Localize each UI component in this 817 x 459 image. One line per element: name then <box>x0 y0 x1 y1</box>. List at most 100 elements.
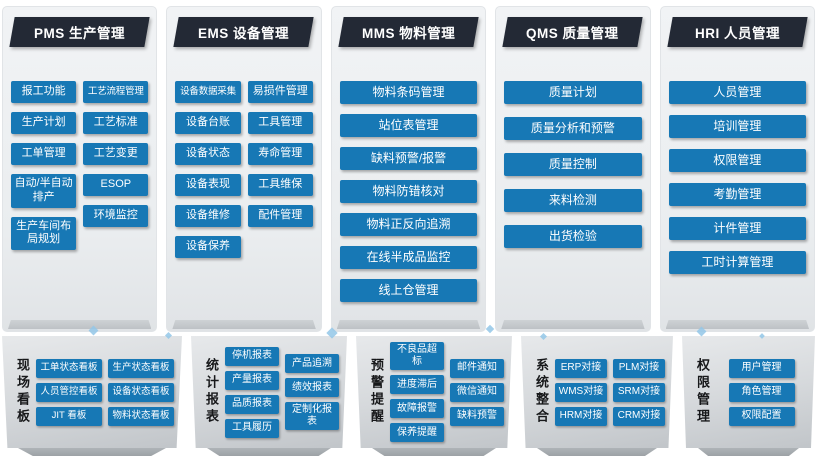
module-item: 工具管理 <box>247 112 313 134</box>
module-item: 计件管理 <box>668 217 807 240</box>
board-item: 用户管理 <box>728 358 795 378</box>
board-item: 进度滞后 <box>390 375 444 394</box>
board-item: 缺料预警 <box>450 406 504 426</box>
board-pedestal <box>207 448 331 456</box>
module-item: 设备状态 <box>175 143 241 165</box>
module-column: 易损件管理工具管理寿命管理工具维保配件管理 <box>247 81 313 258</box>
module-body: 人员管理培训管理权限管理考勤管理计件管理工时计算管理 <box>668 81 807 274</box>
module-item: 物料正反向追溯 <box>339 213 478 236</box>
module-body: 物料条码管理站位表管理缺料预警/报警物料防错核对物料正反向追溯在线半成品监控线上… <box>339 81 478 302</box>
board-item: 权限配置 <box>728 406 795 426</box>
module-item: 质量分析和预警 <box>504 117 642 140</box>
module-panel: EMS 设备管理设备数据采集设备台账设备状态设备表现设备维修设备保养易损件管理工… <box>166 6 322 332</box>
board-title: 统计报表 <box>204 358 219 426</box>
module-header: QMS 质量管理 <box>502 17 644 47</box>
module-item: 在线半成品监控 <box>339 246 478 269</box>
board-item: 品质报表 <box>225 394 279 414</box>
module-column: 报工功能生产计划工单管理自动/半自动排产生产车间布局规划 <box>11 81 77 250</box>
module-item: 人员管理 <box>668 81 807 104</box>
board-column: 邮件通知微信通知缺料预警 <box>450 358 504 426</box>
module-header: MMS 物料管理 <box>338 17 479 47</box>
module-item: 工艺标准 <box>83 112 149 134</box>
module-item: 工艺流程管理 <box>83 81 149 103</box>
module-item: 配件管理 <box>247 205 313 227</box>
board-columns: 停机报表产量报表品质报表工具履历产品追溯绩效报表定制化报表 <box>225 346 339 438</box>
board-item: JIT 看板 <box>36 406 102 426</box>
module-item: 质量计划 <box>504 81 642 104</box>
module-column: 人员管理培训管理权限管理考勤管理计件管理工时计算管理 <box>668 81 807 274</box>
board-title: 预警提醒 <box>369 358 384 426</box>
board-item: 生产状态看板 <box>108 358 174 378</box>
board-item: 工具履历 <box>225 418 279 438</box>
module-item: 培训管理 <box>668 115 807 138</box>
module-panel: HRI 人员管理人员管理培训管理权限管理考勤管理计件管理工时计算管理 <box>659 6 816 332</box>
module-title: QMS 质量管理 <box>526 26 620 41</box>
module-item: 考勤管理 <box>668 183 807 206</box>
board-column: 停机报表产量报表品质报表工具履历 <box>225 346 279 438</box>
module-item: 自动/半自动排产 <box>11 174 77 208</box>
module-item: 物料防错核对 <box>339 180 478 203</box>
module-item: 生产车间布局规划 <box>11 216 77 250</box>
module-item: 设备维修 <box>175 205 241 227</box>
board-item: PLM对接 <box>613 358 665 378</box>
board-item: 设备状态看板 <box>108 382 174 402</box>
board-columns: 工单状态看板人员管控看板 JIT 看板生产状态看板设备状态看板物料状态看板 <box>36 358 174 426</box>
module-item: 设备数据采集 <box>175 81 241 103</box>
board-item: 角色管理 <box>728 382 795 402</box>
module-item: 生产计划 <box>11 112 77 134</box>
board-item: 不良品超标 <box>390 342 444 370</box>
module-item: 工艺变更 <box>83 143 149 165</box>
board-slab: 预警提醒不良品超标进度滞后故障报警保养提醒邮件通知微信通知缺料预警 <box>356 336 512 448</box>
module-item: 报工功能 <box>11 81 77 103</box>
board-item: ERP对接 <box>555 358 607 378</box>
module-header: EMS 设备管理 <box>173 17 315 47</box>
board-panel: 预警提醒不良品超标进度滞后故障报警保养提醒邮件通知微信通知缺料预警 <box>356 336 512 457</box>
board-item: 绩效报表 <box>285 378 339 397</box>
board-column: 不良品超标进度滞后故障报警保养提醒 <box>390 342 444 442</box>
board-panel: 权限管理 用户管理角色管理权限配置 <box>682 336 815 457</box>
board-column: 产品追溯绩效报表定制化报表 <box>285 354 339 430</box>
board-title: 系统整合 <box>534 358 549 426</box>
board-item: SRM对接 <box>613 382 665 402</box>
board-column: 用户管理角色管理权限配置 <box>728 358 795 426</box>
board-item: 产量报表 <box>225 370 279 390</box>
module-body: 报工功能生产计划工单管理自动/半自动排产生产车间布局规划工艺流程管理工艺标准工艺… <box>11 81 149 250</box>
module-item: 工时计算管理 <box>668 251 807 274</box>
board-title: 权限管理 <box>695 358 710 426</box>
module-header: PMS 生产管理 <box>9 17 151 47</box>
board-item: 定制化报表 <box>285 402 339 430</box>
board-pedestal <box>537 448 657 456</box>
board-item: 微信通知 <box>450 382 504 402</box>
board-slab: 统计报表停机报表产量报表品质报表工具履历产品追溯绩效报表定制化报表 <box>191 336 347 448</box>
board-item: 停机报表 <box>225 346 279 366</box>
board-pedestal <box>698 448 799 456</box>
module-column: 质量计划质量分析和预警质量控制来料检测出货检验 <box>504 81 642 248</box>
board-column: 生产状态看板设备状态看板物料状态看板 <box>108 358 174 426</box>
board-pedestal <box>372 448 496 456</box>
board-item: 保养提醒 <box>390 423 444 442</box>
board-pedestal <box>18 448 166 456</box>
board-item: 工单状态看板 <box>36 358 102 378</box>
board-item: 产品追溯 <box>285 354 339 373</box>
board-column: 工单状态看板人员管控看板 JIT 看板 <box>36 358 102 426</box>
module-item: 出货检验 <box>504 225 642 248</box>
board-item: 故障报警 <box>390 399 444 418</box>
module-item: 站位表管理 <box>339 114 478 137</box>
module-item: 缺料预警/报警 <box>339 147 478 170</box>
board-item: 人员管控看板 <box>36 382 102 402</box>
module-header: HRI 人员管理 <box>666 17 808 47</box>
board-panel: 统计报表停机报表产量报表品质报表工具履历产品追溯绩效报表定制化报表 <box>191 336 347 457</box>
module-panel: QMS 质量管理质量计划质量分析和预警质量控制来料检测出货检验 <box>495 6 651 332</box>
module-body: 设备数据采集设备台账设备状态设备表现设备维修设备保养易损件管理工具管理寿命管理工… <box>175 81 313 258</box>
board-slab: 权限管理 用户管理角色管理权限配置 <box>682 336 815 448</box>
module-column: 设备数据采集设备台账设备状态设备表现设备维修设备保养 <box>175 81 241 258</box>
module-body: 质量计划质量分析和预警质量控制来料检测出货检验 <box>504 81 642 248</box>
module-column: 物料条码管理站位表管理缺料预警/报警物料防错核对物料正反向追溯在线半成品监控线上… <box>339 81 478 302</box>
